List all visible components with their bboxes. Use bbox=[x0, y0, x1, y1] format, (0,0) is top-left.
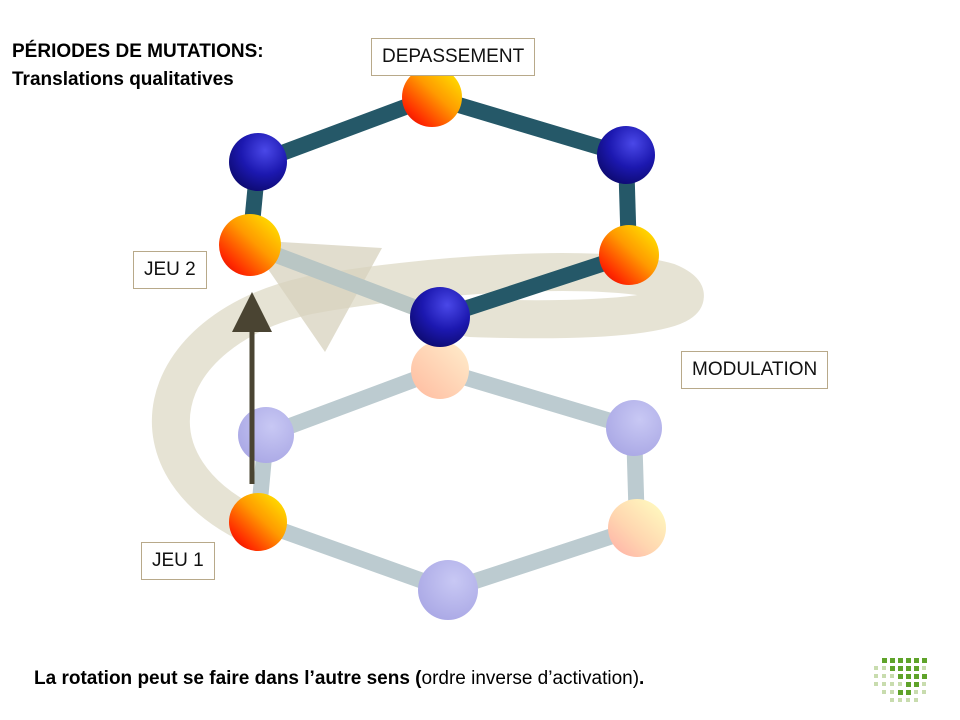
top-node-depassement bbox=[402, 67, 462, 127]
logo-icon bbox=[874, 658, 927, 702]
top-node-upper-right bbox=[597, 126, 655, 184]
label-jeu1: JEU 1 bbox=[141, 542, 215, 580]
title-line-1: PÉRIODES DE MUTATIONS: bbox=[12, 41, 264, 62]
top-node-bottom bbox=[410, 287, 470, 347]
label-modulation: MODULATION bbox=[681, 351, 829, 389]
rotation-arrow-band bbox=[152, 253, 704, 549]
bottom-caption: La rotation peut se faire dans l’autre s… bbox=[34, 668, 644, 690]
top-node-lower-right bbox=[599, 225, 659, 285]
bottom-node-lower-right bbox=[608, 499, 666, 557]
rotation-arrowhead bbox=[248, 240, 382, 352]
bottom-node-bottom bbox=[418, 560, 478, 620]
bottom-hexagon-bonds bbox=[250, 362, 645, 598]
label-depassement: DEPASSEMENT bbox=[371, 38, 536, 76]
bottom-node-upper-left bbox=[238, 407, 294, 463]
caption-bold: La rotation peut se faire dans l’autre s… bbox=[34, 668, 422, 689]
caption-normal: ordre inverse d’activation) bbox=[421, 668, 640, 689]
jeu1-node bbox=[229, 493, 287, 551]
bottom-node-upper-right bbox=[606, 400, 662, 456]
title-line-2: Translations qualitatives bbox=[12, 69, 234, 90]
top-hexagon-faded-bond bbox=[247, 237, 443, 325]
label-jeu2: JEU 2 bbox=[133, 251, 207, 289]
jeu2-node bbox=[219, 214, 281, 276]
page-title: PÉRIODES DE MUTATIONS: Translations qual… bbox=[12, 38, 264, 94]
bottom-node-top bbox=[411, 341, 469, 399]
caption-end: . bbox=[639, 668, 645, 689]
top-node-upper-left bbox=[229, 133, 287, 191]
